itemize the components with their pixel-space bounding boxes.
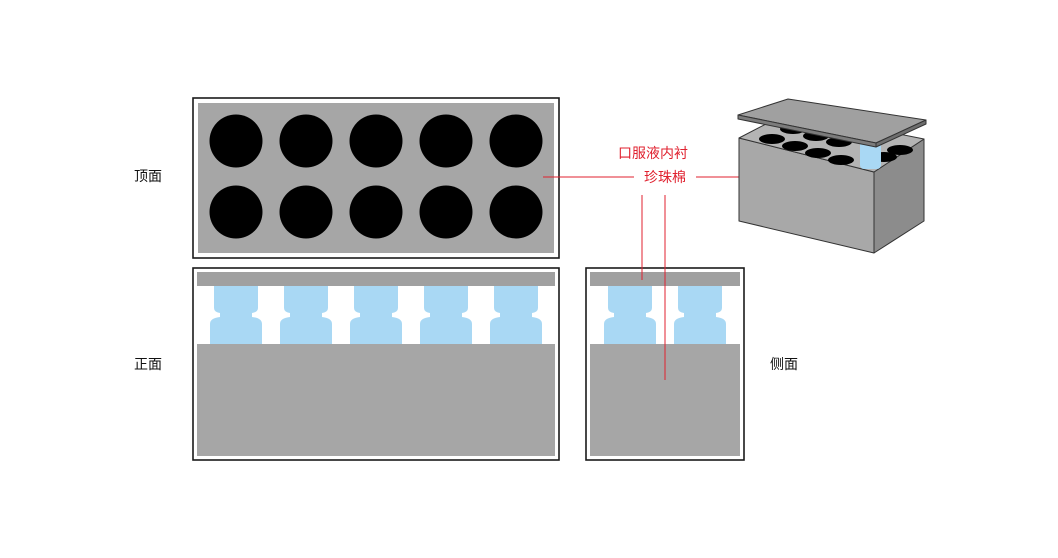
top-view-label: 顶面 xyxy=(134,169,162,185)
front-view xyxy=(192,267,560,461)
front-view-lid xyxy=(197,272,555,286)
top-view-hole xyxy=(349,185,403,239)
front-view-vial xyxy=(490,286,542,344)
top-view-hole xyxy=(279,185,333,239)
isometric-foam-box-icon xyxy=(737,98,927,254)
callout-foam-label: 珍珠棉 xyxy=(644,169,686,186)
top-view-hole xyxy=(279,114,333,168)
top-view-hole xyxy=(489,114,543,168)
callout-liner-label: 口服液内衬 xyxy=(618,146,688,162)
iso-box-lid-side xyxy=(875,119,927,148)
callout-leaders xyxy=(543,176,766,380)
top-view-hole xyxy=(419,185,473,239)
front-view-foam-base xyxy=(197,344,555,456)
front-view-vial xyxy=(210,286,262,344)
top-view-hole xyxy=(349,114,403,168)
side-view-vial xyxy=(674,286,726,344)
front-view-vial xyxy=(420,286,472,344)
top-view-hole xyxy=(209,114,263,168)
top-view-hole xyxy=(419,114,473,168)
side-view-label: 侧面 xyxy=(770,357,798,373)
top-view-hole xyxy=(209,185,263,239)
front-view-vials xyxy=(210,286,542,344)
front-view-vial xyxy=(280,286,332,344)
front-view-label: 正面 xyxy=(134,357,162,373)
front-view-vial xyxy=(350,286,402,344)
top-view-holes xyxy=(209,114,543,239)
side-view-vial xyxy=(604,286,656,344)
top-view-hole xyxy=(489,185,543,239)
side-view-vials xyxy=(604,286,726,344)
top-view xyxy=(192,97,560,259)
